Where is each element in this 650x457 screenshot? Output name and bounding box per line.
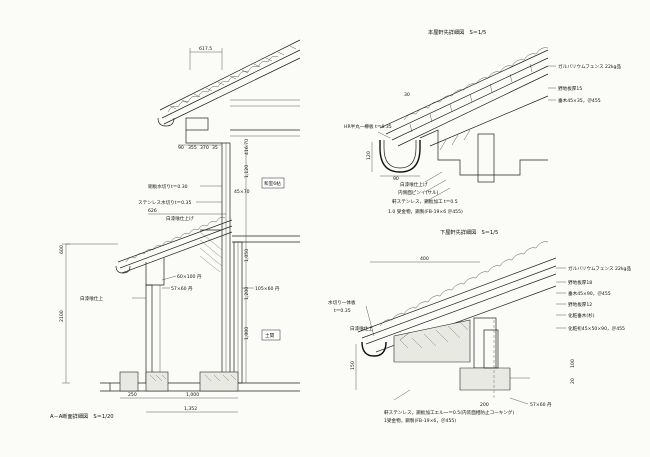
upper-roof-line [159,39,301,111]
lower-dim-3: 20 [570,378,576,384]
upper-dim-2: 30 [404,92,410,98]
dim-base-0: 250 [128,392,137,398]
dim-top-overhang: 617.5 [199,46,212,52]
foundation [459,367,511,391]
dim-left-upper: 600 [59,245,65,254]
lower-label-gutter: 水切り一体板 [328,299,356,306]
upper-label-gutter: HR半丸一樽板 t＝0.35 [344,123,392,130]
dim-base-total: 1,352 [184,406,197,412]
dim-right-4: 1,200 [244,287,250,300]
lower-dim-0: 400 [420,256,429,262]
title-left: A－A断面詳細図 S＝1/20 [50,412,114,420]
lower-dim-4: 200 [480,402,489,408]
upper-detail-post [477,133,495,183]
lower-label-gutter-t: t＝0.35 [334,308,351,314]
lower-label-base-member: 57×60 丹 [530,402,552,408]
lower-dim-1: 150 [350,361,356,370]
upper-gutter [157,117,175,127]
upper-label-stainless: 軒ステンレス，鋼板加工 t＝0.5 [392,198,458,205]
label-stainless-flashing: ステンレス水切りt＝0.35 [138,199,191,206]
dim-right-3: 1,050 [244,249,250,262]
upper-dim-0: 120 [366,151,372,160]
lower-label-beam: 化粧桁45×50×90，＠455 [568,325,625,332]
lower-label-roof-board-b: 野地板厚12 [568,301,592,308]
dim-row-3: 35 [212,145,218,151]
dim-left-lower: 2100 [59,310,65,322]
dim-row-2: 370 [200,145,209,151]
title-bottom-right: 下屋軒先詳細図 S＝1/5 [440,228,498,236]
upper-eave-detail: 120 90 30 ガルバリウムフェンス 22kg品 野地板厚15 垂木45×3… [344,47,621,215]
room-lower-label: 土間 [265,332,275,339]
label-plaster-upper: 白漆喰仕上げ [166,215,194,222]
lower-label-rafter: 化粧垂木(杉) [568,312,595,319]
label-copper-flashing: 銅板水切りt＝0.30 [148,183,188,190]
dim-mid-overhang: 626 [148,208,157,214]
dim-base-1: 1,000 [186,392,199,398]
room-upper-label: 和室6帖 [264,180,281,187]
lower-roof-tiles [125,216,226,263]
upper-label-rafter: 垂木45×35，＠455 [558,97,601,104]
lower-label-tile: ガルバリウムフェンス 22kg品 [568,265,631,272]
section-a-a: 和室6帖 土間 600 2100 [59,39,301,413]
upper-label-tile: ガルバリウムフェンス 22kg品 [558,63,621,70]
lower-roof-line [117,219,233,263]
label-plaster-lower: 白漆喰仕上 [80,295,103,302]
upper-label-wood-post: 1.0 受金物，鋼製(FB-19×6 ＠455) [388,208,463,215]
upper-label-roof-board: 野地板厚15 [558,85,582,92]
lower-detail-gutter [361,341,387,357]
lower-label-roof-board-a: 野地板厚18 [568,279,592,286]
dim-right-1: 1,120 [244,165,250,178]
upper-dim-1: 90 [393,176,399,182]
title-top-right: 本屋軒先詳細図 S＝1/5 [428,28,486,36]
label-beam-a: 60×100 丹 [177,274,202,280]
lower-label-plaster: 白漆喰仕上 [350,325,373,332]
upper-detail-gutter [379,140,421,173]
lower-eave-detail: 400 150 100 20 200 ガルバリウムフェンス 22kg品 野地板厚… [328,241,631,424]
dim-row-1: 355 [188,145,197,151]
lower-label-note-a: 軒ステンレス，鋼板加工エル一＝0.5(内装面相防止コーキング) [384,409,514,416]
dim-right-5: 1,000 [244,327,250,340]
label-beam-b: 57×60 丹 [171,286,193,292]
lower-label-note-b: 1受金物，鋼製(FB-19×6，＠455) [384,417,456,424]
upper-roof-tiles [167,45,297,113]
label-post: 105×60 丹 [255,286,280,292]
lower-gutter [115,265,131,274]
dim-right-2: 45×70 [234,189,250,195]
upper-label-ridge: 内側面ピンイ(サル) [398,189,439,196]
dim-right-0: 416.70 [244,139,250,155]
dim-row-0: 90 [178,145,184,151]
lower-label-purlin: 垂木45×90，＠455 [568,290,611,297]
upper-label-plaster: 白漆喰仕上げ [400,181,428,188]
lower-dim-2: 100 [570,359,576,368]
